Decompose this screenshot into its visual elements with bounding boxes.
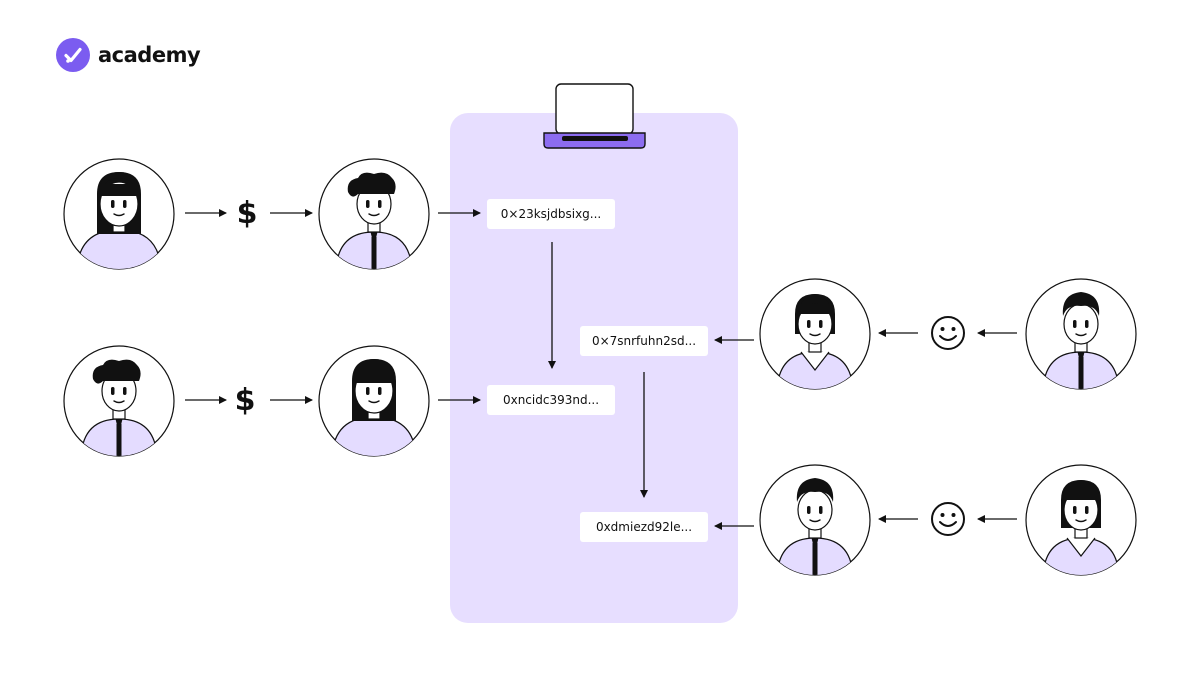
avatar-woman-customer-2 xyxy=(1025,464,1137,576)
brand-logo[interactable]: academy xyxy=(56,38,201,72)
blockchain-panel xyxy=(450,113,738,623)
avatar-woman-receiver-2 xyxy=(318,345,430,457)
laptop-icon xyxy=(543,83,646,149)
address-box-3: 0×7snrfuhn2sd... xyxy=(580,326,708,356)
dollar-symbol-1: $ xyxy=(236,196,258,231)
address-box-2: 0xncidc393nd... xyxy=(487,385,615,415)
avatar-woman-sender-1 xyxy=(63,158,175,270)
brand-name: academy xyxy=(98,43,201,67)
avatar-man-sender-2 xyxy=(63,345,175,457)
address-box-1: 0×23ksjdbsixg... xyxy=(487,199,615,229)
avatar-woman-merchant-1 xyxy=(759,278,871,390)
checkmark-circle-icon xyxy=(56,38,90,72)
avatar-man-receiver-1 xyxy=(318,158,430,270)
avatar-man-customer-1 xyxy=(1025,278,1137,390)
smiley-icon xyxy=(931,502,965,536)
dollar-symbol-2: $ xyxy=(234,383,256,418)
avatar-man-merchant-2 xyxy=(759,464,871,576)
address-box-4: 0xdmiezd92le... xyxy=(580,512,708,542)
smiley-icon xyxy=(931,316,965,350)
